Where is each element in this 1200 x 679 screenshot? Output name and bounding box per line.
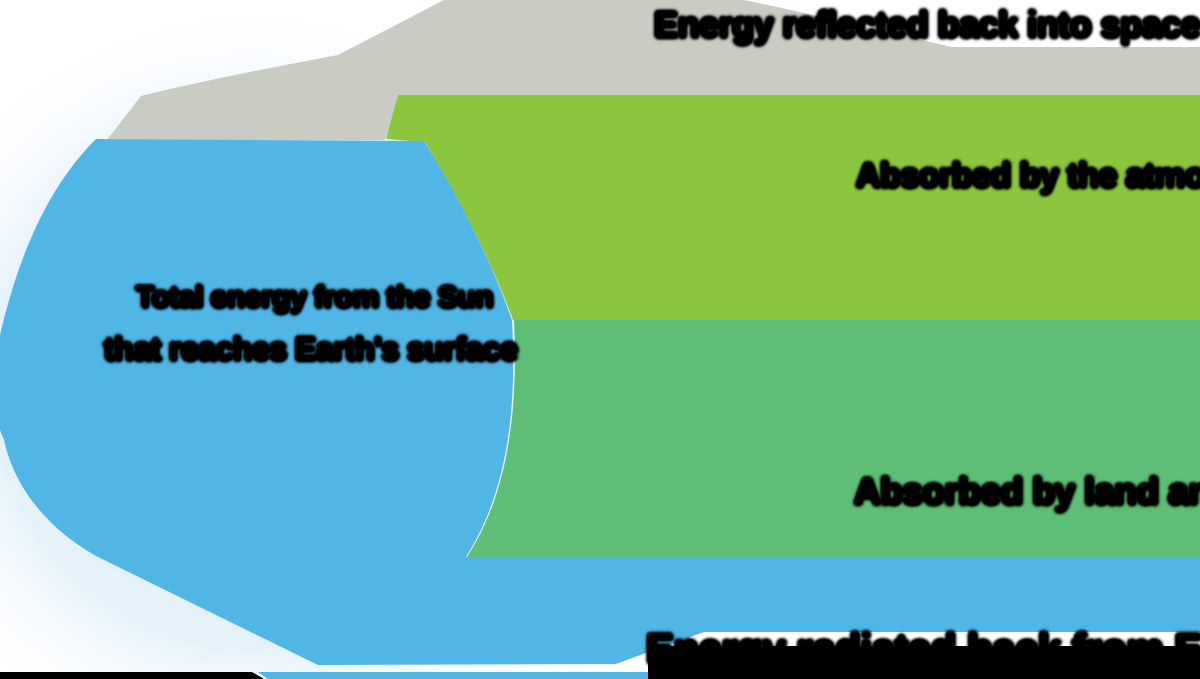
source-circle <box>0 139 1200 665</box>
upper-band <box>386 95 1200 320</box>
source-label-line2: that reaches Earth's surface <box>104 331 518 367</box>
reflected-band <box>107 0 1200 140</box>
bottom-label-underlay <box>648 646 1200 679</box>
clipped-bar-bottom-left <box>0 672 264 679</box>
middle-band <box>467 320 1200 557</box>
upper-band-label: Absorbed by the atmosphere and clouds <box>856 157 1200 195</box>
reflected-band-label: Energy reflected back into space by the … <box>654 4 1200 45</box>
middle-band-label: Absorbed by land and oceans <box>854 471 1200 512</box>
clipped-band-bottom <box>258 672 648 679</box>
bottom-flow-label: Energy radiated back from Earth's surfac… <box>646 625 1200 672</box>
source-label-line1: Total energy from the Sun <box>136 281 493 314</box>
